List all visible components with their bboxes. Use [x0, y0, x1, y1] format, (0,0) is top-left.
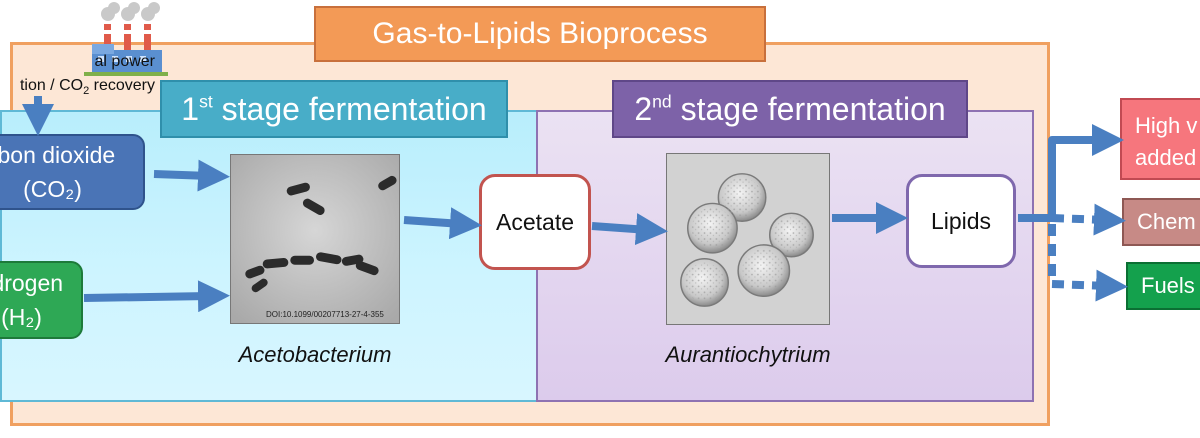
co2-input-box: rbon dioxide (CO₂): [0, 134, 145, 210]
co2-to-stage1-arrow: [153, 159, 230, 192]
stage1-to-acetate-arrow: [403, 207, 482, 240]
h2-label: ydrogen: [0, 270, 64, 296]
h2-input-box: ydrogen (H₂): [0, 261, 83, 339]
acetate-node: Acetate: [479, 174, 591, 270]
high-value-line2: added: [1135, 145, 1197, 170]
aurantiochytrium-caption: Aurantiochytrium: [665, 342, 831, 367]
acetobacterium-caption: Acetobacterium: [238, 342, 392, 367]
lipids-node: Lipids: [906, 174, 1016, 268]
image-doi-credit: DOI:10.1099/00207713-27-4-355: [266, 310, 384, 319]
stage2-header: 2nd stage fermentation: [612, 80, 968, 138]
diagram-title: Gas-to-Lipids Bioprocess: [314, 6, 766, 62]
lipids-to-chemicals-arrow: [1051, 203, 1126, 236]
factory-icon: [84, 2, 168, 76]
lipids-to-high-value-arrow: [1018, 124, 1124, 222]
lipids-to-fuels-arrow: [1048, 224, 1128, 302]
h2-formula: (H₂): [1, 304, 42, 330]
power-source-label: al power tion / CO2 recovery: [0, 50, 155, 103]
acetobacterium-micrograph: [230, 154, 400, 324]
h2-to-stage1-arrow: [83, 280, 230, 313]
co2-label: rbon dioxide: [0, 142, 116, 168]
co2-formula: (CO₂): [23, 176, 82, 202]
high-value-line1: High v: [1135, 113, 1198, 138]
fuels-output-box: Fuels: [1126, 262, 1200, 310]
power-label-line1: al power: [94, 53, 155, 70]
aurantiochytrium-micrograph: [666, 153, 830, 325]
power-label-line2: tion / CO2 recovery: [19, 77, 155, 98]
stage1-header: 1st stage fermentation: [160, 80, 508, 138]
acetate-to-stage2-arrow: [591, 213, 668, 246]
